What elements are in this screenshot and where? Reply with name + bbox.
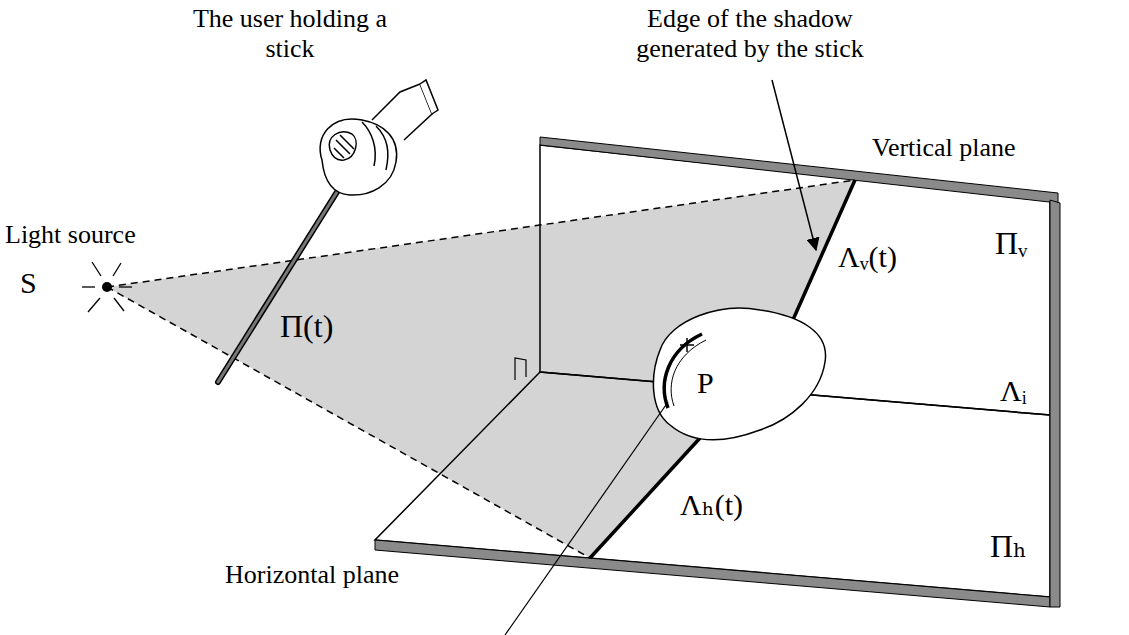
plane-symbol: Πᵥ [995,225,1028,262]
plane-label: Vertical plane [872,133,1016,163]
line-symbol: Λₕ(t) [680,488,743,523]
line-symbol: Λᵥ(t) [838,240,897,275]
scanned-object [653,308,825,440]
light-source-dot [102,282,112,292]
light-rays [82,262,132,312]
plane-label: Horizontal plane [225,560,399,590]
shadow-edge-annotation: Edge of the shadow generated by the stic… [595,4,905,64]
shadow-plane-border [107,287,590,558]
user-annotation: The user holding a stick [190,4,390,64]
plane-symbol: Π(t) [280,308,333,345]
point-symbol: S [20,266,37,301]
stick [218,168,352,382]
shadow-plane-border [107,180,855,287]
hand [320,80,438,195]
shadow-plane [107,180,855,558]
line-symbol: Λᵢ [1000,374,1027,409]
plane-symbol: Πₕ [990,528,1027,565]
point-cross [680,338,694,352]
plane-side-band [1050,200,1060,607]
horizontal-plane-front-band [375,540,1050,607]
corner-step [515,358,526,380]
leader-arrow [772,80,816,250]
light-source-label: Light source [5,220,136,250]
viewing-ray [505,402,668,635]
stick [218,168,352,382]
point-symbol: P [697,366,714,401]
